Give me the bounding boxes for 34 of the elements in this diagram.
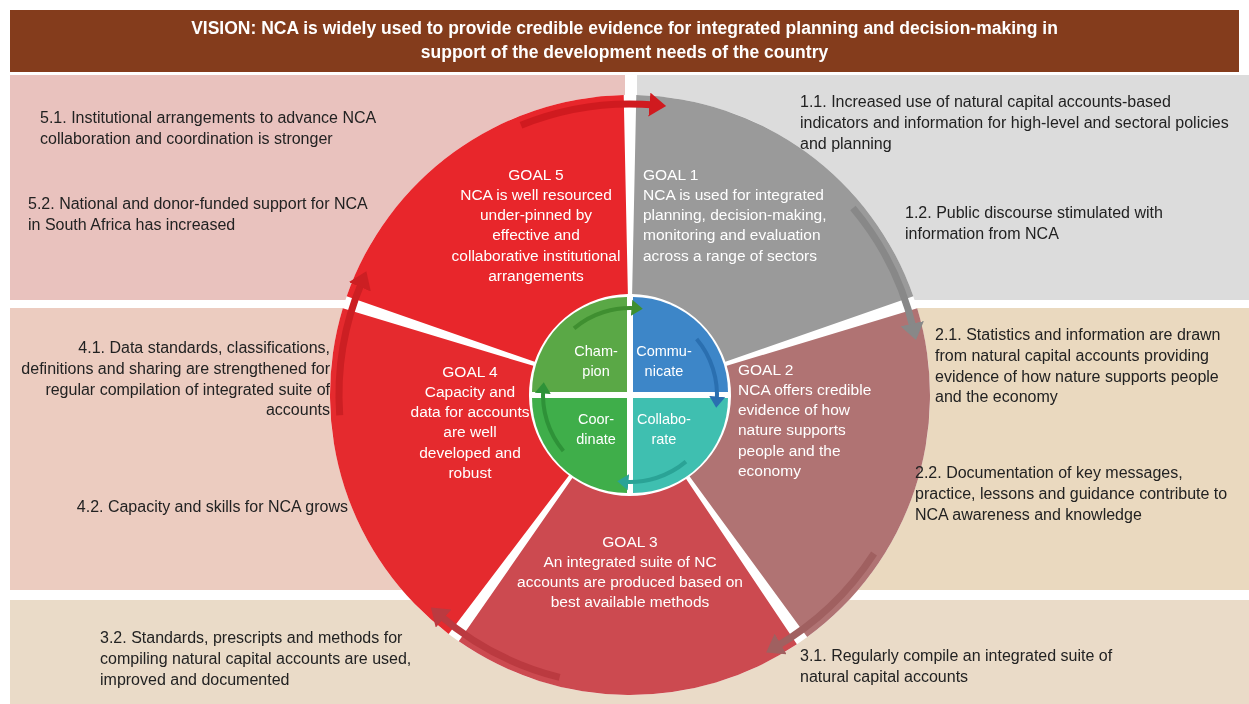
cycle-arrow xyxy=(617,460,688,490)
goal-heading: GOAL 1 xyxy=(643,165,699,185)
outcome-text: 3.2. Standards, prescripts and methods for compiling natural capital accounts are used, improved and documented xyxy=(100,628,430,691)
goal-heading: GOAL 2 xyxy=(738,360,794,380)
goal-heading: GOAL 4 xyxy=(442,362,498,382)
cycle-arrow xyxy=(430,608,561,681)
cycle-arrow xyxy=(695,337,725,408)
cycle-arrow xyxy=(572,300,643,330)
hub-label: Cham-pion xyxy=(573,342,619,381)
cycle-arrow xyxy=(535,382,565,453)
goal-description: NCA is used for integrated planning, decision-making, monitoring and evaluation across a range of sectors xyxy=(643,185,828,266)
goal-description: NCA is well resourced under-pinned by effective and collaborative institutional arrangements xyxy=(450,185,622,286)
hub-label: Collabo-rate xyxy=(635,409,692,449)
outcome-text: 3.1. Regularly compile an integrated suite of natural capital accounts xyxy=(800,646,1130,688)
cycle-arrow xyxy=(766,551,877,654)
outcome-text: 5.1. Institutional arrangements to advance NCA collaboration and coordination is stronger xyxy=(40,108,460,150)
goal-description: NCA offers credible evidence of how nature supports people and the economy xyxy=(738,380,873,481)
goal-description: An integrated suite of NC accounts are produced based on best available methods xyxy=(516,552,744,613)
cycle-arrow xyxy=(335,271,372,416)
outcome-text: 4.2. Capacity and skills for NCA grows xyxy=(50,497,348,518)
hub-label: Commu-nicate xyxy=(635,342,693,381)
outcome-text: 2.1. Statistics and information are drawn from natural capital accounts providing evidence of how nature supports people and the economy xyxy=(935,325,1240,409)
outcome-text: 4.1. Data standards, classifications, definitions and sharing are strengthened for regular compilation of integrated suite of accounts xyxy=(14,338,330,422)
outcome-text: 2.2. Documentation of key messages, practice, lessons and guidance contribute to NCA awareness and knowledge xyxy=(915,463,1235,526)
goal-heading: GOAL 5 xyxy=(508,165,564,185)
vision-banner: VISION: NCA is widely used to provide credible evidence for integrated planning and decision-making in support of the development needs of the country xyxy=(10,10,1239,72)
outcome-text: 1.1. Increased use of natural capital accounts-based indicators and information for high-level and sectoral policies and planning xyxy=(800,92,1240,155)
cycle-arrow xyxy=(850,205,924,340)
goal-description: Capacity and data for accounts are well developed and robust xyxy=(409,382,531,483)
outcome-text: 1.2. Public discourse stimulated with information from NCA xyxy=(905,203,1235,245)
outcome-text: 5.2. National and donor-funded support for NCA in South Africa has increased xyxy=(28,194,373,236)
cycle-arrow xyxy=(519,92,667,129)
hub-label: Coor-dinate xyxy=(575,409,617,449)
goal-heading: GOAL 3 xyxy=(602,532,658,552)
